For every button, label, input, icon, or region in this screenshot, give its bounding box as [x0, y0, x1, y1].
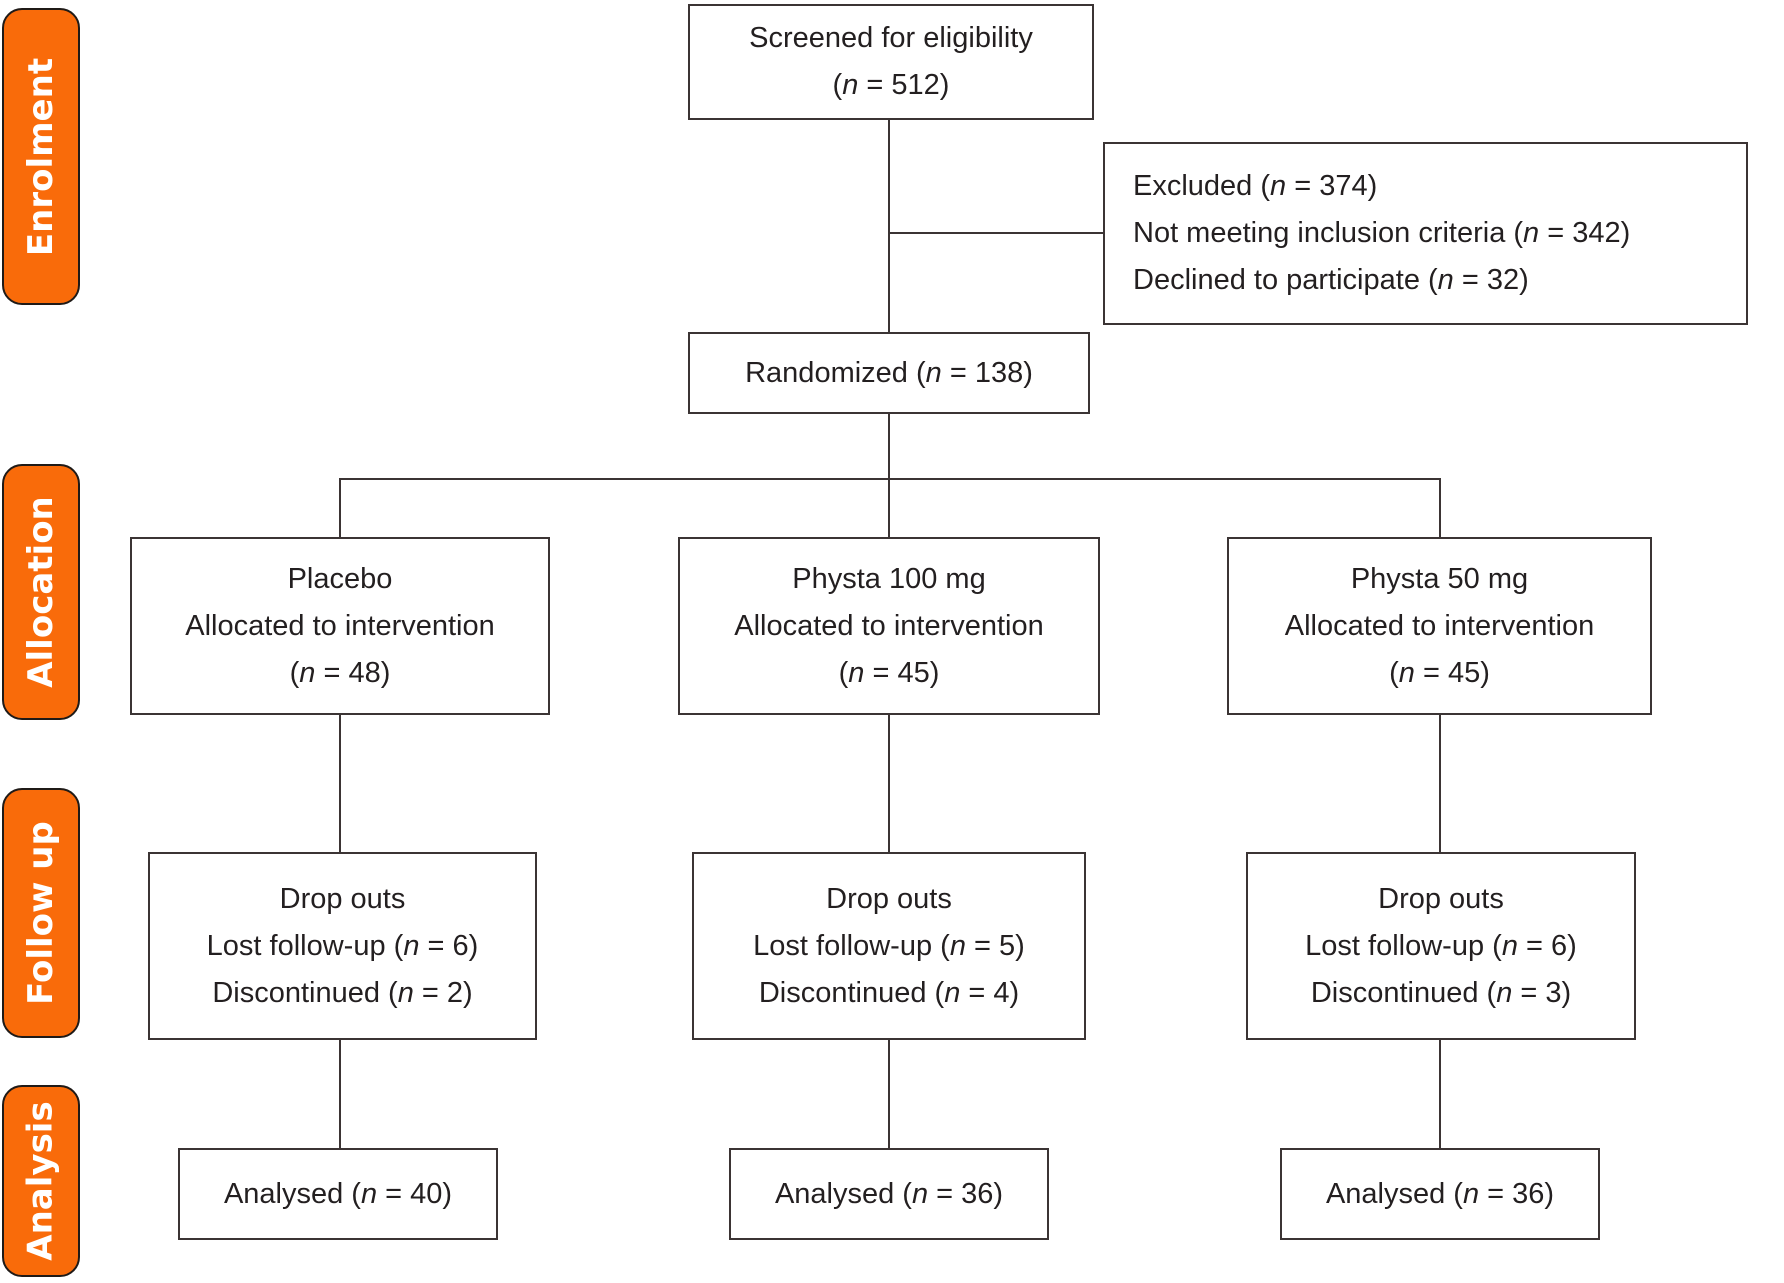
- stage-label-allocation: Allocation: [21, 496, 61, 688]
- box-line: (n = 45): [838, 656, 940, 689]
- box-allocation-physta-100: Physta 100 mg Allocated to intervention …: [678, 537, 1100, 715]
- connector-branch-to-physta50: [1439, 478, 1441, 537]
- box-allocation-placebo: Placebo Allocated to intervention (n = 4…: [130, 537, 550, 715]
- connector-physta50-to-dropouts: [1439, 715, 1441, 852]
- box-line: Drop outs: [826, 882, 952, 915]
- box-dropouts-placebo: Drop outs Lost follow-up (n = 6) Discont…: [148, 852, 537, 1040]
- box-analysed-physta-50: Analysed (n = 36): [1280, 1148, 1600, 1240]
- box-line: Analysed (n = 36): [774, 1177, 1004, 1210]
- connector-branch-to-physta100: [888, 478, 890, 537]
- box-analysed-physta-100: Analysed (n = 36): [729, 1148, 1049, 1240]
- box-line: Screened for eligibility: [749, 22, 1033, 54]
- box-line: Physta 50 mg: [1350, 562, 1529, 595]
- box-line: Declined to participate (n = 32): [1133, 264, 1529, 296]
- box-line: (n = 512): [832, 69, 950, 101]
- box-line: Analysed (n = 36): [1325, 1177, 1555, 1210]
- box-line: Discontinued (n = 4): [758, 976, 1020, 1009]
- connector-branch-horizontal: [339, 478, 1441, 480]
- stage-label-analysis: Analysis: [21, 1101, 62, 1261]
- box-line: Randomized (n = 138): [745, 356, 1033, 389]
- box-line: Not meeting inclusion criteria (n = 342): [1133, 217, 1631, 249]
- box-line: Excluded (n = 374): [1133, 170, 1378, 202]
- stage-tab-enrolment: Enrolment: [2, 8, 80, 305]
- stage-label-follow-up: Follow up: [21, 821, 62, 1005]
- box-line: Discontinued (n = 3): [1310, 976, 1572, 1009]
- connector-placebo-to-dropouts: [339, 715, 341, 852]
- stage-tab-analysis: Analysis: [2, 1085, 80, 1277]
- box-line: Physta 100 mg: [792, 562, 986, 595]
- box-line: Analysed (n = 40): [223, 1177, 453, 1210]
- box-line: Lost follow-up (n = 5): [753, 929, 1025, 962]
- box-line: Allocated to intervention: [1284, 609, 1595, 642]
- connector-dropouts-to-analysed-1: [339, 1040, 341, 1148]
- box-line: Allocated to intervention: [185, 609, 495, 642]
- stage-tab-follow-up: Follow up: [2, 788, 80, 1038]
- box-dropouts-physta-50: Drop outs Lost follow-up (n = 6) Discont…: [1246, 852, 1636, 1040]
- box-line: Lost follow-up (n = 6): [206, 929, 479, 962]
- box-randomized: Randomized (n = 138): [688, 332, 1090, 414]
- box-allocation-physta-50: Physta 50 mg Allocated to intervention (…: [1227, 537, 1652, 715]
- box-line: (n = 48): [289, 656, 391, 689]
- box-line: Drop outs: [1378, 882, 1504, 915]
- connector-branch-to-placebo: [339, 478, 341, 537]
- connector-dropouts-to-analysed-2: [888, 1040, 890, 1148]
- connector-screened-to-randomized: [888, 120, 890, 332]
- connector-to-excluded: [889, 232, 1103, 234]
- box-line: Discontinued (n = 2): [212, 976, 473, 1009]
- stage-label-enrolment: Enrolment: [21, 57, 61, 256]
- box-line: (n = 45): [1389, 656, 1490, 689]
- box-excluded: Excluded (n = 374) Not meeting inclusion…: [1103, 142, 1748, 325]
- box-dropouts-physta-100: Drop outs Lost follow-up (n = 5) Discont…: [692, 852, 1086, 1040]
- box-line: Drop outs: [279, 882, 406, 915]
- box-analysed-placebo: Analysed (n = 40): [178, 1148, 498, 1240]
- connector-dropouts-to-analysed-3: [1439, 1040, 1441, 1148]
- box-line: Placebo: [287, 562, 393, 595]
- box-line: Allocated to intervention: [734, 609, 1044, 642]
- box-screened: Screened for eligibility (n = 512): [688, 4, 1094, 120]
- stage-tab-allocation: Allocation: [2, 464, 80, 720]
- connector-randomized-to-branch: [888, 414, 890, 480]
- box-line: Lost follow-up (n = 6): [1305, 929, 1577, 962]
- connector-physta100-to-dropouts: [888, 715, 890, 852]
